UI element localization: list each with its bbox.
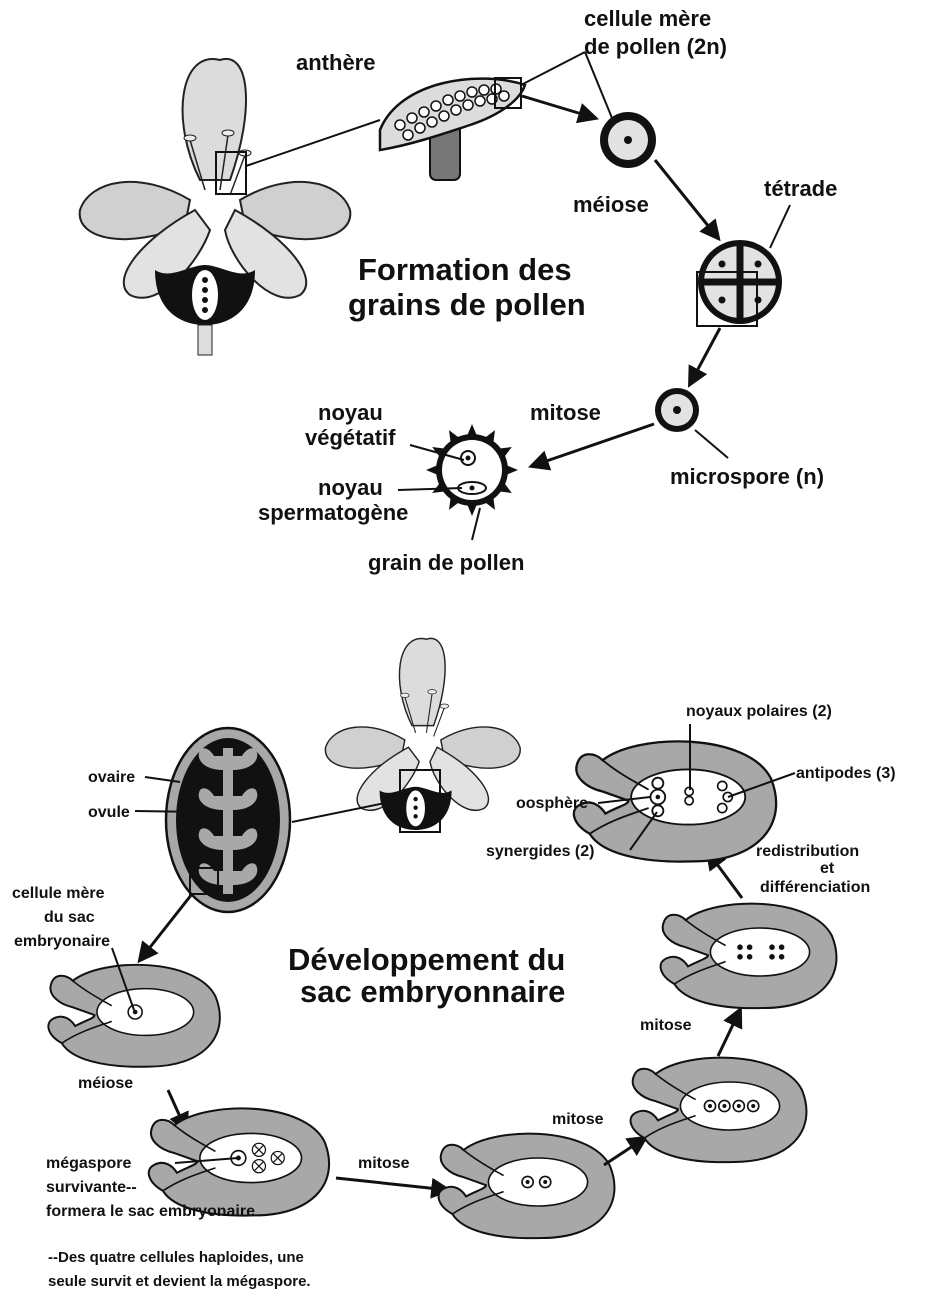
sac-stage-mother-cell — [48, 965, 220, 1067]
label-noyaux-polaires: noyaux polaires (2) — [686, 703, 832, 720]
label-redistribution-line1: redistribution — [756, 843, 859, 860]
sac-stage-eight-nuclei — [661, 904, 837, 1009]
label-meiose-sac: méiose — [78, 1075, 133, 1092]
title-pollen-line1: Formation des — [358, 252, 572, 287]
label-microspore: microspore (n) — [670, 464, 824, 489]
footnote-line1: --Des quatre cellules haploides, une — [48, 1249, 304, 1266]
sac-stage-four-nuclei — [631, 1058, 807, 1163]
pointer-cellule-mere-a — [521, 52, 585, 85]
label-cellule-mere-line1: cellule mère — [584, 6, 711, 31]
label-noyau-vegetatif-line2: végétatif — [305, 425, 396, 450]
pointer-cellule-mere-b — [585, 52, 612, 118]
ovary-illustration — [166, 728, 290, 912]
label-cellule-mere-sac-line2: du sac — [44, 909, 95, 926]
label-megaspore-line3: formera le sac embryonaire — [46, 1203, 255, 1220]
label-mitose-pollen: mitose — [530, 400, 601, 425]
arrow-mitosis-2 — [604, 1138, 645, 1165]
flower-small-illustration — [325, 638, 520, 830]
label-cellule-mere-line2: de pollen (2n) — [584, 34, 727, 59]
label-mitose-sac-3: mitose — [640, 1017, 692, 1034]
label-meiose-pollen: méiose — [573, 192, 649, 217]
label-tetrade: tétrade — [764, 176, 837, 201]
title-pollen-line2: grains de pollen — [348, 287, 586, 322]
pollen-grain — [426, 424, 518, 516]
arrow-mitosis-pollen — [532, 424, 654, 466]
label-redistribution-line2: et — [820, 860, 835, 877]
pointer-microspore — [695, 430, 728, 458]
label-noyau-spermatogene-line2: spermatogène — [258, 500, 408, 525]
arrow-anther-to-mother-cell — [522, 96, 595, 118]
arrow-tetrad-to-microspore — [690, 328, 720, 384]
pollen-mother-cell — [600, 112, 656, 168]
arrow-ovule-to-mother-cell — [140, 894, 192, 960]
label-mitose-sac-1: mitose — [358, 1155, 410, 1172]
tetrad-cell — [698, 240, 782, 324]
label-cellule-mere-sac-line3: embryonaire — [14, 933, 110, 950]
label-noyau-spermatogene-line1: noyau — [318, 475, 383, 500]
label-noyau-vegetatif-line1: noyau — [318, 400, 383, 425]
label-oosphere: oosphère — [516, 795, 588, 812]
label-megaspore-line2: survivante-- — [46, 1179, 137, 1196]
label-megaspore-line1: mégaspore — [46, 1155, 131, 1172]
label-ovaire: ovaire — [88, 769, 135, 786]
pointer-tetrade — [770, 205, 790, 248]
pointer-ovule — [135, 811, 203, 812]
label-synergides: synergides (2) — [486, 843, 594, 860]
anther-illustration — [380, 79, 525, 180]
footnote-line2: seule survit et devient la mégaspore. — [48, 1273, 311, 1290]
label-redistribution-line3: différenciation — [760, 879, 870, 896]
label-ovule: ovule — [88, 804, 130, 821]
label-grain-de-pollen: grain de pollen — [368, 550, 524, 575]
microspore-cell — [655, 388, 699, 432]
title-sac-line1: Développement du — [288, 942, 565, 977]
title-sac-line2: sac embryonnaire — [300, 974, 565, 1009]
label-anthere: anthère — [296, 50, 375, 75]
arrow-mitosis-1 — [336, 1178, 448, 1190]
zoom-line-flower-to-anther — [246, 120, 380, 166]
flower-illustration — [80, 59, 351, 355]
arrow-meiosis — [655, 160, 718, 238]
arrow-mitosis-3 — [718, 1010, 740, 1056]
label-mitose-sac-2: mitose — [552, 1111, 604, 1128]
sac-stage-two-nuclei — [439, 1134, 615, 1239]
label-antipodes: antipodes (3) — [796, 765, 896, 782]
label-cellule-mere-sac-line1: cellule mère — [12, 885, 105, 902]
